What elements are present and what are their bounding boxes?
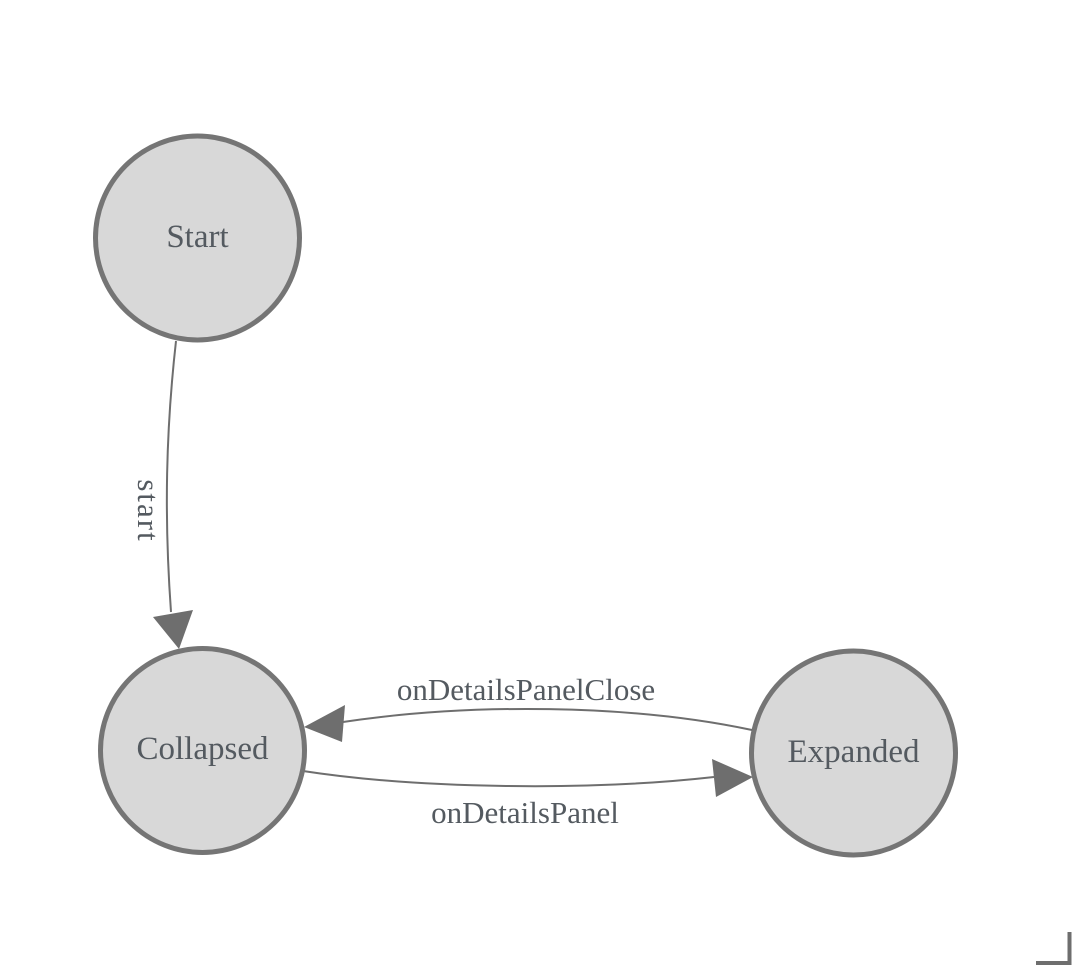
edge-start-line — [165, 340, 177, 613]
node-start-circle[interactable] — [93, 133, 302, 343]
edge-label-open: onDetailsPanel — [431, 795, 619, 830]
node-collapsed-circle[interactable] — [98, 646, 307, 855]
edge-open-transition: onDetailsPanel — [302, 759, 753, 830]
arrowhead-icon — [712, 759, 753, 797]
edge-close-line — [342, 707, 753, 731]
node-start-state[interactable]: Start — [93, 133, 302, 343]
node-expanded-circle[interactable] — [749, 648, 958, 858]
node-expanded-label: Expanded — [788, 734, 920, 770]
edge-label-start: start — [131, 479, 166, 542]
edge-close-transition: onDetailsPanelClose — [304, 672, 753, 742]
arrowhead-icon — [153, 610, 193, 649]
node-start-label: Start — [166, 219, 228, 255]
node-expanded-state[interactable]: Expanded — [749, 648, 958, 858]
node-collapsed-label: Collapsed — [137, 731, 269, 767]
edge-open-line — [302, 770, 715, 788]
edge-label-close: onDetailsPanelClose — [397, 672, 655, 707]
node-collapsed-state[interactable]: Collapsed — [98, 646, 307, 855]
canvas-corner-marker — [1036, 932, 1072, 965]
arrowhead-icon — [304, 705, 345, 742]
edge-start-transition: start — [131, 340, 193, 649]
